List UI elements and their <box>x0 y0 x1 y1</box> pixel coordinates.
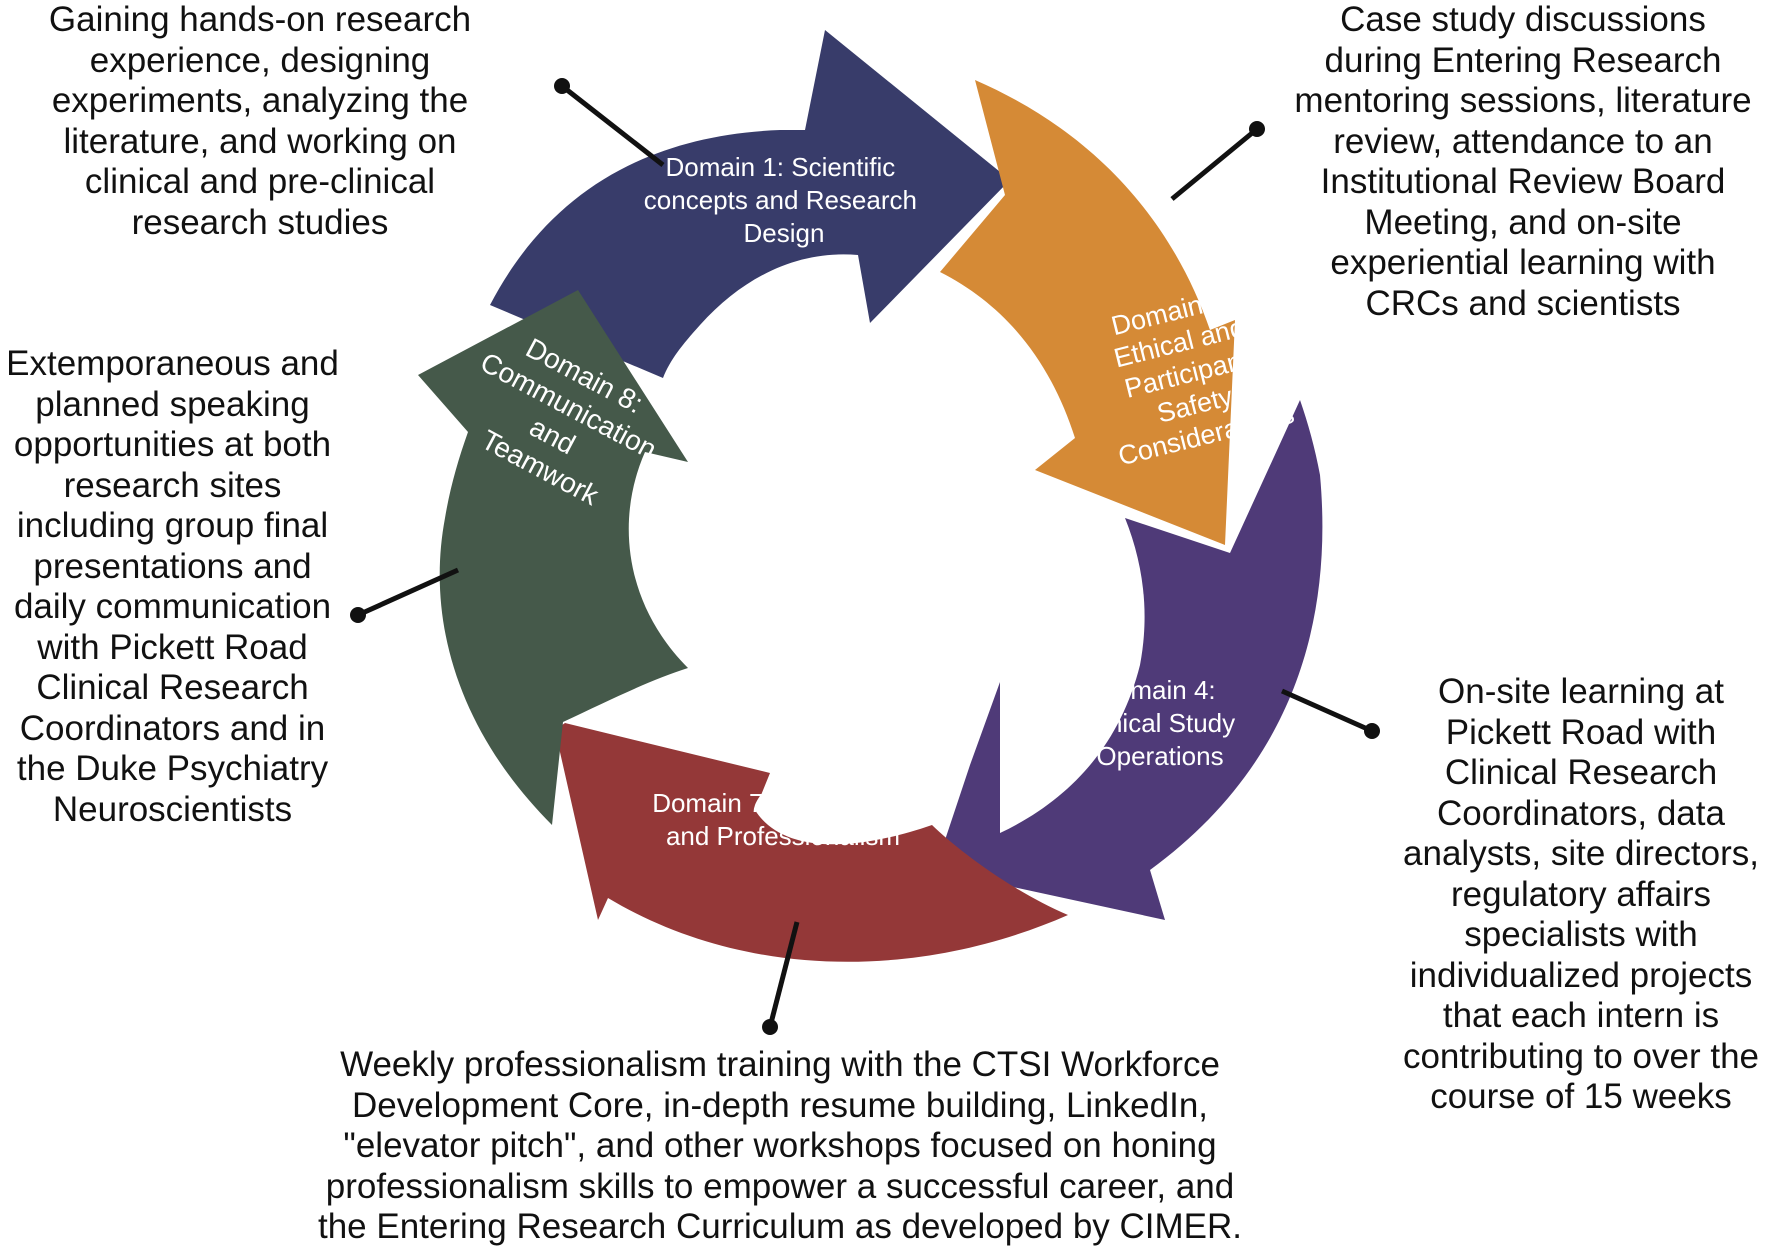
description-line: Neuroscientists <box>52 789 293 829</box>
connector-dot-domain-2 <box>1249 121 1265 137</box>
svg-text:Domain 7: Leadership and: Domain 7: Leadership and Professionalism <box>652 788 914 851</box>
domain-4-label: Domain 4: Clinical Study Operations <box>1078 675 1243 771</box>
connector-domain-8 <box>356 567 460 618</box>
description-line: Pickett Road with <box>1445 712 1717 752</box>
description-line: Coordinators, data <box>1437 793 1725 833</box>
description-line: Institutional Review Board <box>1320 162 1726 201</box>
domain-4-label-line: Clinical Study <box>1078 708 1236 738</box>
description-line: experiential learning with <box>1330 243 1716 282</box>
domain-8-description: Extemporaneous and planned speaking oppo… <box>0 344 345 830</box>
description-line: Extemporaneous and <box>6 344 339 383</box>
description-line: Weekly professionalism training with the… <box>340 1045 1220 1084</box>
description-line: Gaining hands-on research <box>48 0 472 39</box>
description-line: analysts, site directors, <box>1403 834 1759 873</box>
domain-2-description: Case study discussions during Entering R… <box>1288 0 1758 324</box>
connector-dot-domain-4 <box>1364 723 1380 739</box>
domain-4-label-line: Operations <box>1096 741 1223 771</box>
description-line: contributing to over the <box>1402 1036 1760 1076</box>
domain-7-label-line: and Professionalism <box>666 821 900 851</box>
domain-7-label: Domain 7: Leadership and Professionalism <box>652 788 914 851</box>
description-line: research studies <box>131 202 389 242</box>
description-line: during Entering Research <box>1324 40 1722 80</box>
description-line: individualized projects <box>1409 955 1753 995</box>
description-line: specialists with <box>1464 915 1698 954</box>
domain-1-arrow <box>490 30 1010 378</box>
domain-7-arrow <box>555 723 1068 962</box>
description-line: with Pickett Road <box>37 627 308 667</box>
svg-text:Domain 1: Scientific con: Domain 1: Scientific concepts and Resear… <box>644 152 924 248</box>
description-line: opportunities at both <box>13 425 332 464</box>
description-line: Case study discussions <box>1340 0 1706 39</box>
description-line: including group final <box>16 506 329 545</box>
svg-text:Domain 4: Clinical Study: Domain 4: Clinical Study Operations <box>1078 675 1243 771</box>
description-line: regulatory affairs <box>1450 874 1712 914</box>
description-line: the Duke Psychiatry <box>16 749 329 788</box>
description-line: "elevator pitch", and other workshops fo… <box>343 1126 1217 1165</box>
description-line: experience, designing <box>89 40 431 80</box>
description-line: research sites <box>63 465 282 505</box>
connector-dot-domain-7 <box>762 1019 778 1035</box>
description-line: planned speaking <box>35 384 310 424</box>
domain-1-label: Domain 1: Scientific concepts and Resear… <box>644 152 924 248</box>
description-line: Clinical Research <box>36 668 309 707</box>
domain-2-arrow <box>940 80 1235 545</box>
description-line: On-site learning at <box>1438 672 1724 711</box>
domain-4-arrow <box>935 400 1323 920</box>
description-line: that each intern is <box>1442 996 1720 1035</box>
connector-dot-domain-8 <box>350 607 366 623</box>
description-line: clinical and pre-clinical <box>84 162 436 201</box>
description-line: daily communication <box>13 587 332 626</box>
domain-4-description: On-site learning at Pickett Road with Cl… <box>1390 672 1772 1118</box>
domain-1-description: Gaining hands-on research experience, de… <box>40 0 480 243</box>
description-line: the Entering Research Curriculum as deve… <box>317 1207 1243 1246</box>
description-line: professionalism skills to empower a succ… <box>325 1166 1235 1206</box>
description-line: CRCs and scientists <box>1365 283 1681 323</box>
domain-7-description: Weekly professionalism training with the… <box>270 1045 1290 1248</box>
connector-domain-2 <box>1170 127 1259 201</box>
connector-domain-1 <box>560 84 665 167</box>
domain-8-arrow <box>418 290 688 825</box>
connector-domain-7 <box>767 921 800 1028</box>
description-line: presentations and <box>33 546 312 586</box>
connector-dot-domain-1 <box>554 78 570 94</box>
description-line: course of 15 weeks <box>1430 1077 1732 1116</box>
connector-domain-4 <box>1280 688 1374 734</box>
description-line: experiments, analyzing the <box>51 81 469 120</box>
description-line: Development Core, in-depth resume buildi… <box>351 1085 1209 1125</box>
domain-1-label-line: concepts and Research <box>644 185 917 215</box>
description-line: Meeting, and on-site <box>1364 202 1682 242</box>
description-line: mentoring sessions, literature <box>1294 81 1752 120</box>
description-line: Clinical Research <box>1444 753 1718 792</box>
description-line: review, attendance to an <box>1333 121 1713 161</box>
description-line: literature, and working on <box>63 121 457 161</box>
domain-4-label-line: Domain 4: <box>1097 675 1216 705</box>
description-line: Coordinators and in <box>19 708 326 748</box>
domain-1-label-line: Design <box>744 218 825 248</box>
domain-1-label-line: Domain 1: Scientific <box>666 152 896 182</box>
domain-7-label-line: Domain 7: Leadership <box>652 788 906 818</box>
